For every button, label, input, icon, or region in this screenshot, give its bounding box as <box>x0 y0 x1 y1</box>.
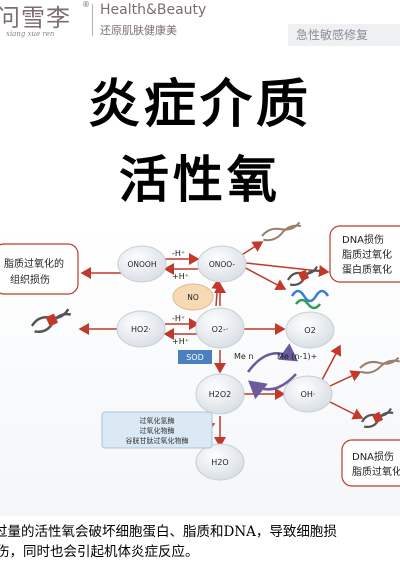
node-hydroxyl <box>283 375 333 413</box>
diagram-label: -H⁺ <box>172 314 185 323</box>
caption: 过量的活性氧会破坏细胞蛋白、脂质和DNA，导致细胞损 伤，同时也会引起机体炎症反… <box>0 522 400 567</box>
brand-header: 问雪李 ® xiang xue ren Health&Beauty 还原肌肤健康… <box>0 0 400 48</box>
diagram-label: NO <box>187 293 199 302</box>
metal-cycle-arrow <box>246 343 299 373</box>
node-onooh <box>117 245 167 283</box>
dna-damage-icon <box>30 308 72 334</box>
left-note-line1: 脂质过氧化的 <box>4 257 64 270</box>
diagram-label: H2O2 <box>209 390 232 399</box>
diagram-label: O2-· <box>212 325 229 334</box>
metal-label-n1: Me (n-1)+ <box>277 352 317 361</box>
node-o2 <box>285 311 335 349</box>
node-superoxide <box>195 307 245 349</box>
brand-pinyin: xiang xue ren <box>6 30 55 38</box>
dna-damage-icon <box>361 407 394 428</box>
brand-english: Health&Beauty <box>100 2 207 18</box>
node-h2o2 <box>195 373 245 415</box>
diagram-label: 过氧化物酶 <box>140 426 175 435</box>
right-top-line1: DNA损伤 <box>342 233 384 246</box>
ros-pathway-diagram: 脂质过氧化的 组织损伤 DNA损伤 脂质过氧化 蛋白质氧化 DNA损伤 脂质过氧… <box>0 222 400 516</box>
right-top-line2: 脂质过氧化 <box>342 248 392 261</box>
sod-label <box>178 350 212 364</box>
diagram-label: O2 <box>304 326 315 335</box>
caption-line1: 过量的活性氧会破坏细胞蛋白、脂质和DNA，导致细胞损 <box>0 524 337 540</box>
diagram-label: 谷胱甘肽过氧化物酶 <box>126 436 189 445</box>
diagram-label: +H⁺ <box>172 337 189 346</box>
tissue-damage-box <box>0 243 79 295</box>
diagram-label: OH· <box>301 390 316 399</box>
registered-mark: ® <box>82 0 90 9</box>
damage-box-bottom <box>341 439 400 487</box>
diagram-label: ONOO- <box>209 260 236 269</box>
caption-line2: 伤，同时也会引起机体炎症反应。 <box>0 544 199 560</box>
node-onoo <box>197 245 247 283</box>
dna-icon <box>359 356 400 374</box>
dna-damage-icon <box>287 265 320 286</box>
page-title-line1: 炎症介质 <box>87 75 312 135</box>
right-bottom-line1: DNA损伤 <box>352 450 394 463</box>
metal-label-n: Me n <box>234 352 253 361</box>
diagram-label: -H⁺ <box>172 249 185 258</box>
brand-divider <box>92 4 93 36</box>
damage-box-top <box>329 225 400 283</box>
right-top-line3: 蛋白质氧化 <box>342 263 392 276</box>
diagram-label: +H⁺ <box>172 272 189 281</box>
protein-icon <box>290 289 330 310</box>
node-ho2 <box>116 310 166 348</box>
left-note-line2: 组织损伤 <box>10 273 50 286</box>
diagram-label: ONOOH <box>128 260 157 269</box>
diagram-label: 过氧化氢酶 <box>140 416 175 425</box>
brand-logo-text: 问雪李 <box>0 4 71 32</box>
brand-slogan: 还原肌肤健康美 <box>100 24 177 37</box>
diagram-label: HO2· <box>131 325 151 334</box>
node-no <box>172 283 214 311</box>
diagram-label: SOD <box>186 353 204 362</box>
node-h2o <box>195 443 245 481</box>
category-tag[interactable]: 急性敏感修复 <box>288 24 400 46</box>
enzyme-box <box>101 411 213 449</box>
page-title-line2: 活性氧 <box>119 151 281 209</box>
dna-icon <box>261 222 302 242</box>
right-bottom-line2: 脂质过氧化 <box>352 465 400 478</box>
diagram-label: H2O <box>211 458 228 467</box>
